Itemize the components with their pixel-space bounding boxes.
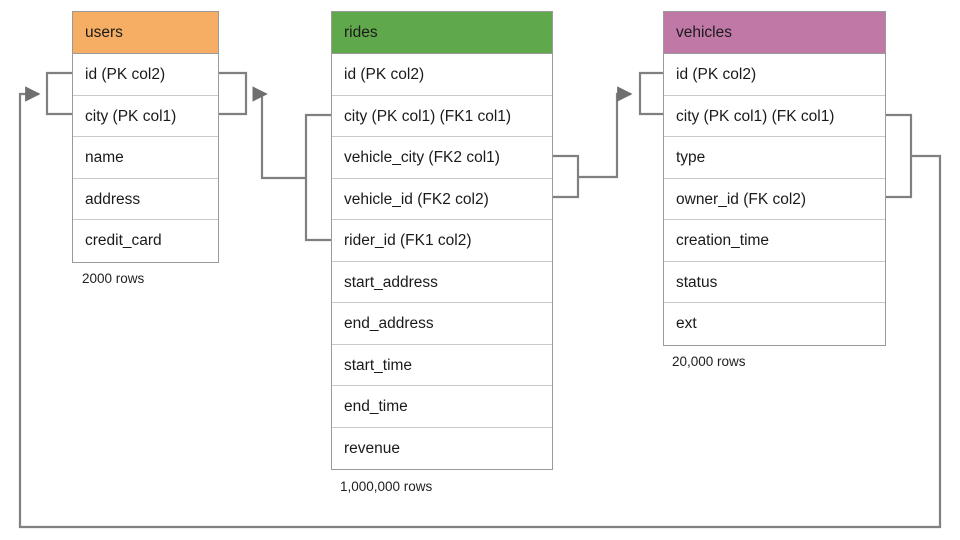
entity-rides-column-start-address[interactable]: start_address <box>332 262 552 303</box>
entity-users-column-city[interactable]: city (PK col1) <box>73 96 218 137</box>
entity-vehicles-column-ext[interactable]: ext <box>676 315 697 332</box>
entity-rides-column-start-time[interactable]: start_time <box>332 345 552 386</box>
entity-vehicles-column-type[interactable]: type <box>664 137 885 179</box>
entity-users-column-name[interactable]: name <box>73 137 218 179</box>
entity-rides-header: rides <box>332 12 552 54</box>
entity-vehicles-column-id[interactable]: id (PK col2) <box>664 54 885 96</box>
entity-rides[interactable]: rides id (PK col2) city (PK col1) (FK1 c… <box>331 11 553 470</box>
entity-users-column-id[interactable]: id (PK col2) <box>73 54 218 96</box>
connector-rides-fk2-to-vehicles <box>578 86 633 179</box>
entity-users-column-address[interactable]: address <box>73 179 218 220</box>
connector-users-right-bracket <box>219 71 248 116</box>
connector-rides-left-bracket <box>304 113 331 242</box>
entity-rides-column-vehicle-city[interactable]: vehicle_city (FK2 col1) <box>332 137 552 179</box>
entity-rides-column-vehicle-id[interactable]: vehicle_id (FK2 col2) <box>332 179 552 220</box>
connector-rides-fk1-to-users <box>252 86 306 180</box>
entity-users-header: users <box>73 12 218 54</box>
entity-vehicles-column-creation-time[interactable]: creation_time <box>664 220 885 262</box>
entity-users-row-count: 2000 rows <box>82 271 145 286</box>
entity-vehicles-column-city[interactable]: city (PK col1) (FK col1) <box>664 96 885 137</box>
entity-rides-row-count: 1,000,000 rows <box>340 479 433 494</box>
entity-rides-column-end-address[interactable]: end_address <box>332 303 552 345</box>
entity-rides-column-id[interactable]: id (PK col2) <box>332 54 552 96</box>
connector-rides-right-bracket <box>553 154 580 199</box>
entity-vehicles-column-status[interactable]: status <box>664 262 885 303</box>
entity-rides-column-rider-id[interactable]: rider_id (FK1 col2) <box>332 220 552 262</box>
connector-users-left-bracket <box>45 71 72 116</box>
connector-vehicles-right-bracket <box>886 113 913 199</box>
entity-users-column-credit-card[interactable]: credit_card <box>85 232 162 249</box>
entity-vehicles-row-count: 20,000 rows <box>672 354 746 369</box>
entity-rides-column-revenue[interactable]: revenue <box>344 439 401 457</box>
entity-users[interactable]: users id (PK col2) city (PK col1) name a… <box>72 11 219 263</box>
entity-rides-column-end-time[interactable]: end_time <box>332 386 552 428</box>
entity-vehicles-column-owner-id[interactable]: owner_id (FK col2) <box>664 179 885 220</box>
entity-vehicles-header: vehicles <box>664 12 885 54</box>
entity-rides-column-city[interactable]: city (PK col1) (FK1 col1) <box>332 96 552 137</box>
entity-vehicles[interactable]: vehicles id (PK col2) city (PK col1) (FK… <box>663 11 886 346</box>
connector-vehicles-left-bracket <box>638 71 663 116</box>
